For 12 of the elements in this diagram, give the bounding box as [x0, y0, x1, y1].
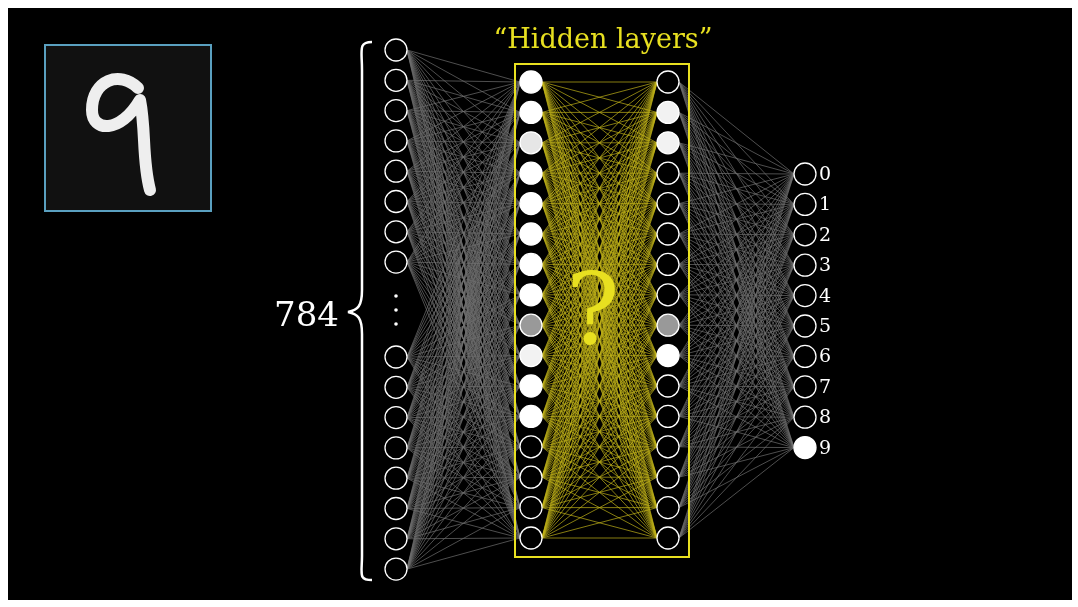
digit-label: 7 — [819, 376, 832, 396]
digit-label: 5 — [819, 316, 832, 335]
digit-label: 9 — [819, 437, 832, 457]
digit-label: 1 — [819, 194, 832, 214]
digit-label: 8 — [819, 407, 832, 427]
digit-label: 3 — [819, 255, 832, 275]
digit-label: 6 — [819, 346, 832, 366]
heading: “Hidden layers” — [492, 25, 714, 52]
neuron-count: 784 — [274, 297, 339, 331]
digit-label: 4 — [819, 285, 832, 305]
digit-label: 0 — [819, 164, 832, 183]
digit-label: 2 — [819, 224, 832, 244]
